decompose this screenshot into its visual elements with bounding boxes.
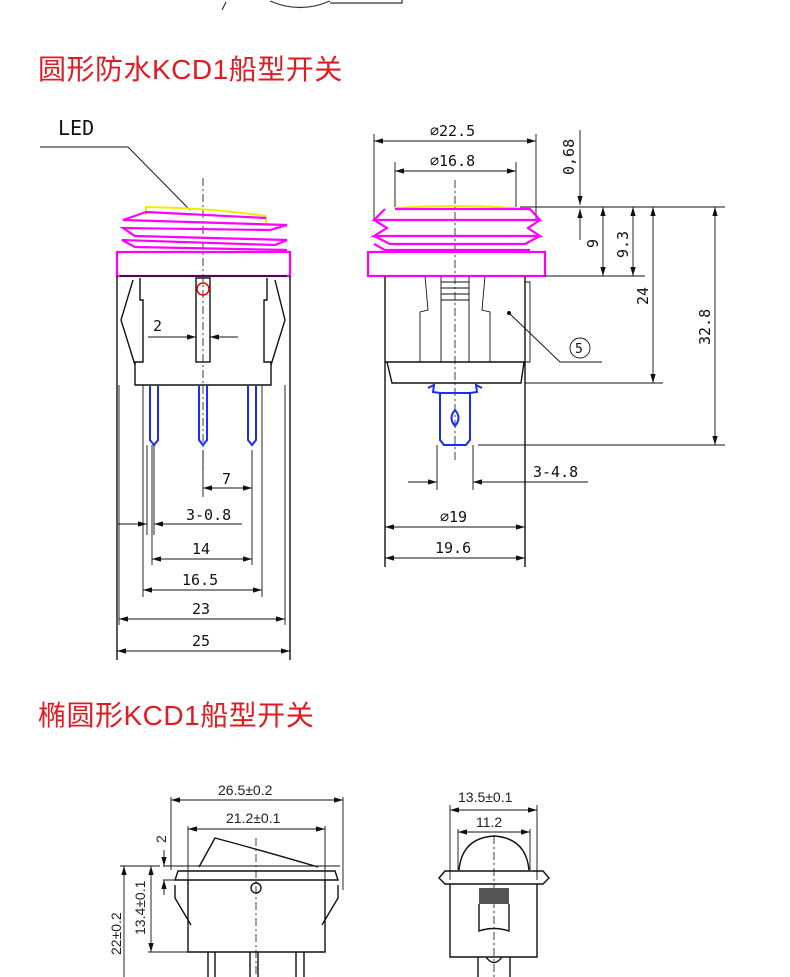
dimension-label: 21.2±0.1 (226, 810, 281, 826)
dimension-label: 11.2 (476, 814, 502, 830)
callout-circle (569, 337, 591, 359)
dimension-label: ⌀16.8 (430, 152, 475, 170)
dimension-label: 5 (575, 342, 583, 357)
led-label: LED (58, 116, 94, 140)
dimension-label: 26.5±0.2 (218, 782, 273, 798)
dimension-label: 22±0.2 (108, 912, 124, 955)
dimension-label: 9 (584, 239, 602, 248)
dimension-label: 24 (634, 287, 652, 305)
dimension-label: 2 (153, 317, 162, 335)
dimension-label: 25 (192, 632, 210, 650)
dimension-label: 23 (192, 600, 210, 618)
dimension-label: 19.6 (435, 539, 471, 557)
led-marker-icon (196, 282, 210, 296)
cropped-previous-drawing (221, 0, 403, 11)
dimension-label: ⌀19 (440, 508, 467, 526)
dimension-label: 14 (192, 540, 210, 558)
dimension-label: 7 (222, 470, 231, 488)
dimension-label: 2 (153, 835, 169, 843)
dimension-label: ⌀22.5 (430, 122, 475, 140)
section-title-round: 圆形防水KCD1船型开关 (38, 54, 343, 85)
dimension-label: 3-4.8 (533, 463, 578, 481)
dimension-label: 9.3 (614, 231, 632, 258)
round-switch-side-view: LED 2 7 3-0.8 14 16.5 23 25 (40, 116, 292, 660)
dimension-label: 3-0.8 (186, 506, 231, 524)
dimension-label: 16.5 (182, 571, 218, 589)
dimension-label: 13.4±0.1 (132, 880, 148, 935)
section-title-oval: 椭圆形KCD1船型开关 (38, 700, 315, 731)
round-switch-front-view: ⌀22.5 ⌀16.8 5 3-4.8 ⌀19 19.6 0,68 9 9.3 … (366, 122, 725, 567)
dimension-label: 13.5±0.1 (458, 789, 513, 805)
dimension-label: 32.8 (696, 309, 714, 345)
oval-switch-front-view: 13.5±0.1 11.2 (438, 789, 550, 977)
oval-switch-side-view: 26.5±0.2 21.2±0.1 2 13.4±0.1 22±0.2 (108, 782, 344, 977)
dimension-label: 0,68 (560, 139, 578, 175)
